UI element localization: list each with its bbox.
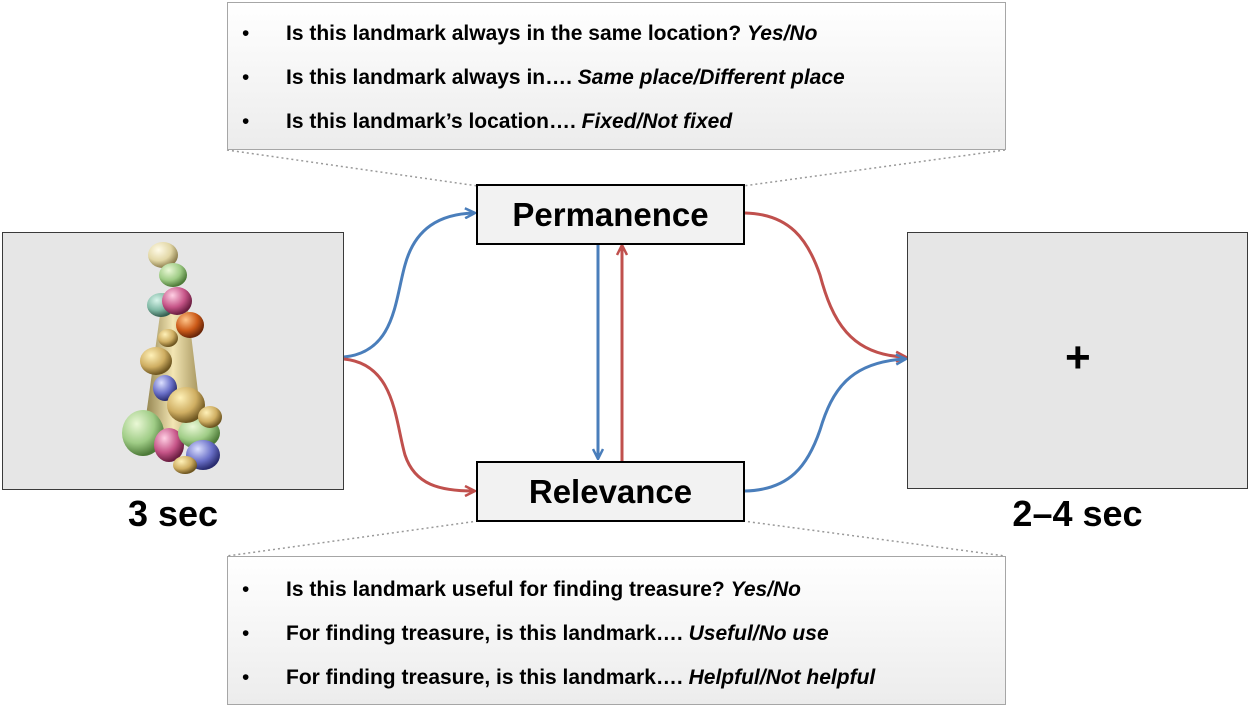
answer-options: Yes/No [747,22,818,45]
answer-options: Useful/No use [688,622,829,645]
answer-options: Helpful/Not helpful [688,666,876,689]
relevance-question-2: •For finding treasure, is this landmark…… [242,612,1005,656]
permanence-questions-box: •Is this landmark always in the same loc… [227,2,1006,150]
callout-line-bottom-right [742,520,1006,557]
relevance-question-3: •For finding treasure, is this landmark…… [242,656,1005,700]
fixation-panel: + [907,232,1248,489]
landmark-object-image [122,242,222,474]
arrow-stimulus-to-relevance [343,357,474,491]
callout-line-bottom-left [226,520,479,557]
bullet: • [242,66,250,89]
bullet: • [242,22,250,45]
bullet: • [242,578,250,601]
permanence-question-2: •Is this landmark always in…. Same place… [242,56,1005,100]
answer-options: Fixed/Not fixed [581,110,733,133]
arrow-relevance-to-fixation [744,359,905,493]
relevance-questions-box: •Is this landmark useful for finding tre… [227,556,1006,705]
callout-line-top-right [742,149,1006,187]
fixation-cross: + [1065,333,1091,382]
bullet: • [242,110,250,133]
stimulus-duration-label: 3 sec [127,493,219,534]
permanence-question-3: •Is this landmark’s location…. Fixed/Not… [242,100,1005,144]
callout-line-top-left [226,149,479,187]
stimulus-panel [2,232,344,490]
permanence-box: Permanence [476,184,745,245]
answer-options: Same place/Different place [577,66,845,89]
answer-options: Yes/No [730,578,802,601]
relevance-box: Relevance [476,461,745,522]
permanence-question-1: •Is this landmark always in the same loc… [242,12,1005,56]
fixation-duration-label: 2–4 sec [1012,493,1143,534]
bullet: • [242,666,250,689]
relevance-question-1: •Is this landmark useful for finding tre… [242,568,1005,612]
arrow-stimulus-to-permanence [343,213,474,359]
bullet: • [242,622,250,645]
arrow-permanence-to-fixation [744,211,905,357]
